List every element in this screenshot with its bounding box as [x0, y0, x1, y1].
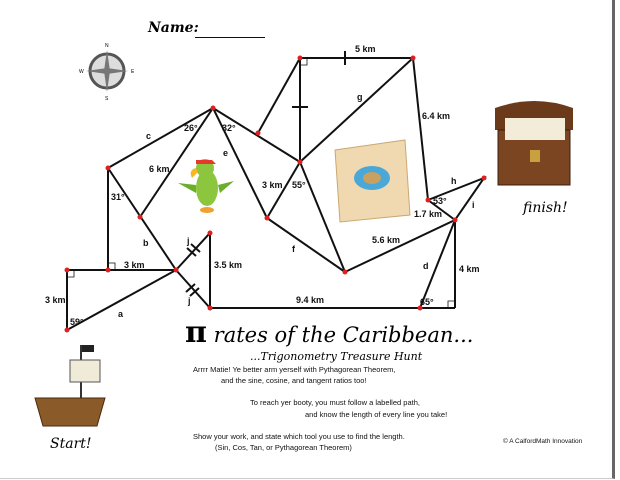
treasure-map-icon: [334, 139, 411, 223]
label: 6 km: [149, 164, 170, 174]
instruction-line: and know the length of every line you ta…: [305, 410, 448, 419]
copyright: © A CalfordMath Innovation: [503, 438, 583, 445]
label: 3.5 km: [214, 260, 242, 270]
label: 3 km: [262, 180, 283, 190]
instruction-line: Show your work, and state which tool you…: [193, 432, 405, 441]
path-lines: [66, 51, 487, 331]
label: 31°: [111, 192, 125, 202]
label: f: [292, 244, 296, 254]
name-field[interactable]: [195, 37, 265, 38]
label: 59°: [70, 317, 84, 327]
diagram-labels: 3 km 3 km 6 km 3.5 km 3 km 5 km 6.4 km 1…: [45, 44, 480, 327]
label: h: [451, 176, 457, 186]
start-label: Start!: [50, 436, 92, 452]
path-vertices: [64, 55, 487, 333]
label: a: [118, 309, 124, 319]
page-title: π rates of the Caribbean...: [185, 315, 473, 350]
label: 1.7 km: [414, 209, 442, 219]
label: j: [187, 296, 191, 306]
label: c: [146, 131, 151, 141]
label: 26°: [184, 123, 198, 133]
parrot-icon: [178, 159, 234, 213]
compass-e: E: [131, 69, 135, 75]
right-angle-marks: [67, 58, 455, 308]
label: 4 km: [459, 264, 480, 274]
instruction-line: To reach yer booty, you must follow a la…: [250, 398, 420, 407]
label: 9.4 km: [296, 295, 324, 305]
label: 5 km: [355, 44, 376, 54]
label: 3 km: [45, 295, 66, 305]
treasure-chest-icon: [495, 101, 573, 186]
label: 55°: [292, 180, 306, 190]
instruction-line: Arrrr Matie! Ye better arm yerself with …: [193, 365, 396, 374]
compass-icon: N S W E: [79, 43, 135, 102]
name-label: Name:: [148, 20, 199, 36]
label: g: [357, 92, 363, 102]
label: 3 km: [124, 260, 145, 270]
instruction-line: (Sin, Cos, Tan, or Pythagorean Theorem): [215, 443, 352, 452]
label: 32°: [222, 123, 236, 133]
label: e: [223, 148, 228, 158]
compass-n: N: [105, 43, 109, 49]
title-text: rates of the Caribbean...: [213, 323, 474, 347]
label: 53°: [433, 196, 447, 206]
label: 6.4 km: [422, 111, 450, 121]
instruction-line: and the sine, cosine, and tangent ratios…: [221, 376, 367, 385]
pirate-ship-icon: [34, 345, 106, 427]
finish-label: finish!: [523, 200, 568, 216]
page-subtitle: ...Trigonometry Treasure Hunt: [250, 350, 423, 363]
label: 5.6 km: [372, 235, 400, 245]
label: i: [472, 200, 475, 210]
label: j: [186, 236, 190, 246]
label: 65°: [420, 297, 434, 307]
pi-symbol: π: [185, 315, 207, 350]
compass-s: S: [105, 96, 109, 102]
label: d: [423, 261, 429, 271]
label: b: [143, 238, 149, 248]
compass-w: W: [79, 69, 84, 75]
